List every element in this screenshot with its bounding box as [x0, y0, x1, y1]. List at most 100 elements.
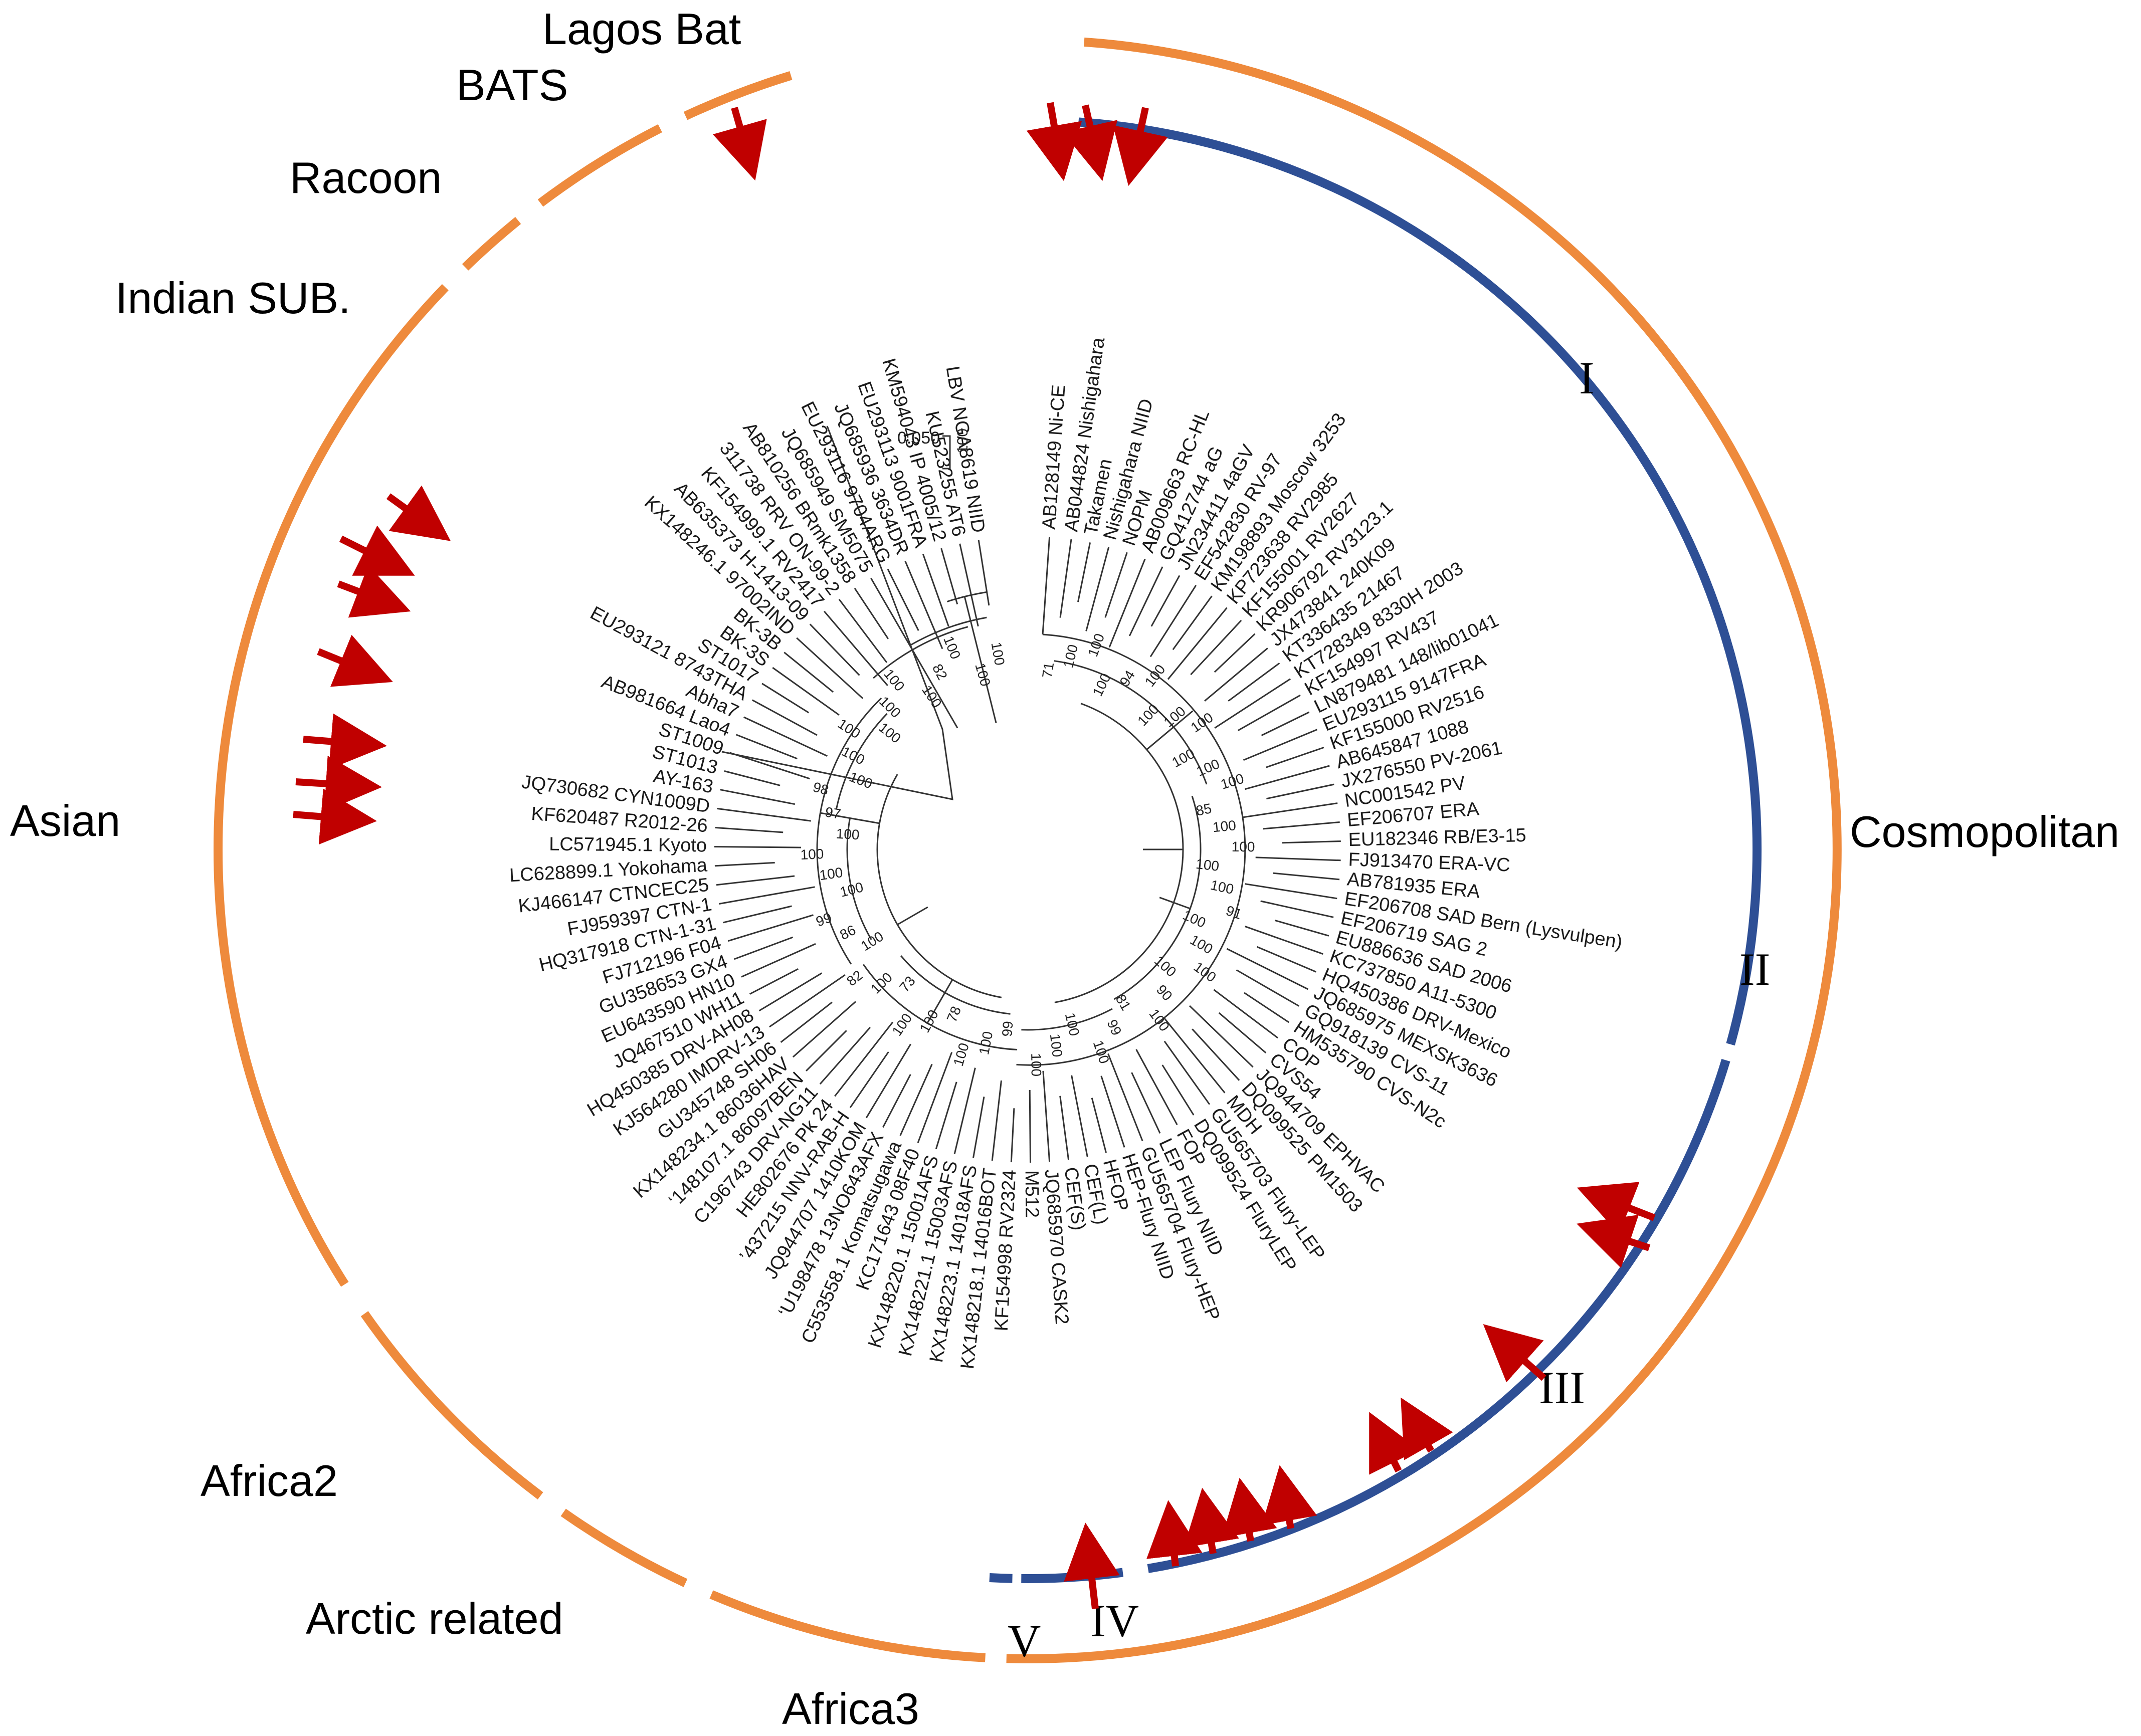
- bootstrap-value: 100: [1219, 771, 1246, 792]
- leaf-label: LC571945.1 Kyoto: [549, 834, 707, 856]
- internal-branch-arc: [873, 626, 968, 679]
- bootstrap-value: 100: [1062, 1011, 1083, 1037]
- internal-branch: [926, 979, 953, 1024]
- terminal-branch: [1237, 694, 1301, 732]
- terminal-branch: [904, 561, 943, 649]
- terminal-branch: [940, 548, 958, 605]
- terminal-branch: [735, 734, 798, 760]
- terminal-branch: [1214, 633, 1256, 673]
- terminal-branch: [749, 968, 799, 995]
- subclade-label-iv: IV: [1090, 1595, 1139, 1646]
- terminal-branch: [882, 1074, 911, 1128]
- terminal-branch: [1204, 647, 1268, 702]
- scale-bar-label: 0.050: [897, 428, 940, 448]
- inner-ring-segment-v: [989, 1573, 1013, 1583]
- terminal-branch: [784, 652, 834, 693]
- red-arrow-icon: [1064, 1523, 1120, 1609]
- bootstrap-value: 100: [919, 683, 945, 711]
- clade-label-bats: BATS: [456, 60, 568, 110]
- terminal-branch: [719, 886, 815, 905]
- internal-branch: [911, 649, 958, 729]
- terminal-branch: [1189, 1005, 1254, 1068]
- terminal-branch: [714, 861, 775, 867]
- bootstrap-value: 100: [1232, 839, 1255, 854]
- terminal-branch: [1167, 607, 1228, 680]
- terminal-branch: [743, 716, 828, 757]
- inner-ring-segment-i: [1078, 117, 1762, 1046]
- terminal-branch: [1010, 1108, 1015, 1163]
- internal-branch-arc: [1021, 1008, 1113, 1031]
- bootstrap-value: 100: [972, 661, 994, 688]
- bootstrap-value: 90: [1153, 982, 1176, 1004]
- bootstrap-value: 100: [1188, 932, 1216, 957]
- clade-label-asian: Asian: [10, 796, 120, 845]
- red-arrow-icon: [295, 755, 382, 812]
- terminal-branch: [1108, 558, 1146, 648]
- bootstrap-value: 78: [944, 1004, 964, 1024]
- red-arrow-icon: [1184, 1487, 1239, 1555]
- bootstrap-value: 82: [844, 967, 866, 989]
- terminal-branch: [1261, 711, 1310, 736]
- terminal-branch: [1274, 919, 1329, 937]
- bootstrap-value: 81: [1113, 992, 1134, 1013]
- terminal-branch: [1260, 900, 1334, 918]
- bootstrap-value: 100: [1085, 631, 1107, 659]
- scale-bar-value: 100: [954, 428, 971, 454]
- outer-ring-segment-asian: [214, 284, 449, 1287]
- outer-ring-segment-indian-sub: [462, 216, 521, 271]
- bootstrap-value: 100: [889, 1011, 915, 1039]
- terminal-branch: [1163, 1040, 1211, 1105]
- terminal-branch: [1263, 821, 1340, 830]
- terminal-branch: [819, 1027, 871, 1085]
- bootstrap-value: 100: [1181, 907, 1208, 931]
- bootstrap-value: 100: [1191, 959, 1219, 985]
- terminal-branch: [1042, 537, 1051, 635]
- terminal-branch: [978, 540, 990, 606]
- terminal-branch: [1214, 678, 1291, 729]
- terminal-branch: [715, 826, 784, 833]
- bootstrap-value: 82: [929, 662, 950, 683]
- terminal-branch: [1163, 1017, 1226, 1094]
- bootstrap-value: 100: [847, 769, 875, 792]
- terminal-branch: [1150, 575, 1181, 627]
- red-arrow-icon: [1062, 104, 1118, 181]
- outer-ring-segment-africa3: [709, 1590, 986, 1662]
- clade-label-arctic-related: Arctic related: [306, 1594, 563, 1643]
- terminal-branch: [780, 1001, 833, 1043]
- terminal-branch: [870, 577, 915, 655]
- terminal-branch: [727, 914, 814, 942]
- bootstrap-value: 100: [858, 928, 886, 954]
- terminal-branch: [1213, 989, 1279, 1039]
- terminal-branch: [1242, 802, 1338, 818]
- bootstrap-value: 100: [1212, 817, 1237, 835]
- clade-label-cosmopolitan: Cosmopolitan: [1850, 807, 2119, 856]
- bootstrap-value: 100: [1146, 1006, 1173, 1034]
- terminal-branch: [716, 875, 795, 886]
- red-arrow-icon: [1113, 107, 1168, 186]
- red-arrow-icon: [386, 485, 451, 541]
- bootstrap-value: 85: [1195, 800, 1213, 818]
- bootstrap-value: 100: [876, 720, 904, 746]
- bootstrap-value: 100: [1028, 1053, 1044, 1076]
- bootstrap-value: 100: [950, 1041, 972, 1068]
- terminal-branch: [741, 943, 816, 978]
- bootstrap-value: 100: [988, 641, 1008, 667]
- clade-label-africa2: Africa2: [201, 1456, 338, 1505]
- terminal-branch: [1085, 546, 1110, 631]
- internal-branch: [897, 906, 928, 926]
- terminal-branch: [1273, 872, 1340, 881]
- bootstrap-value: 100: [1047, 1033, 1065, 1058]
- terminal-branch: [834, 1021, 894, 1097]
- bootstrap-value: 100: [881, 666, 908, 694]
- internal-branch-arc: [1054, 660, 1208, 785]
- internal-branch-arc: [836, 713, 888, 809]
- terminal-branch: [1128, 566, 1163, 636]
- terminal-branch: [1100, 1075, 1125, 1148]
- bootstrap-value: 71: [1039, 662, 1057, 679]
- bootstrap-value: 100: [1188, 710, 1216, 736]
- bootstrap-value: 100: [835, 716, 863, 741]
- terminal-branch: [887, 569, 919, 631]
- terminal-branch: [1228, 662, 1280, 702]
